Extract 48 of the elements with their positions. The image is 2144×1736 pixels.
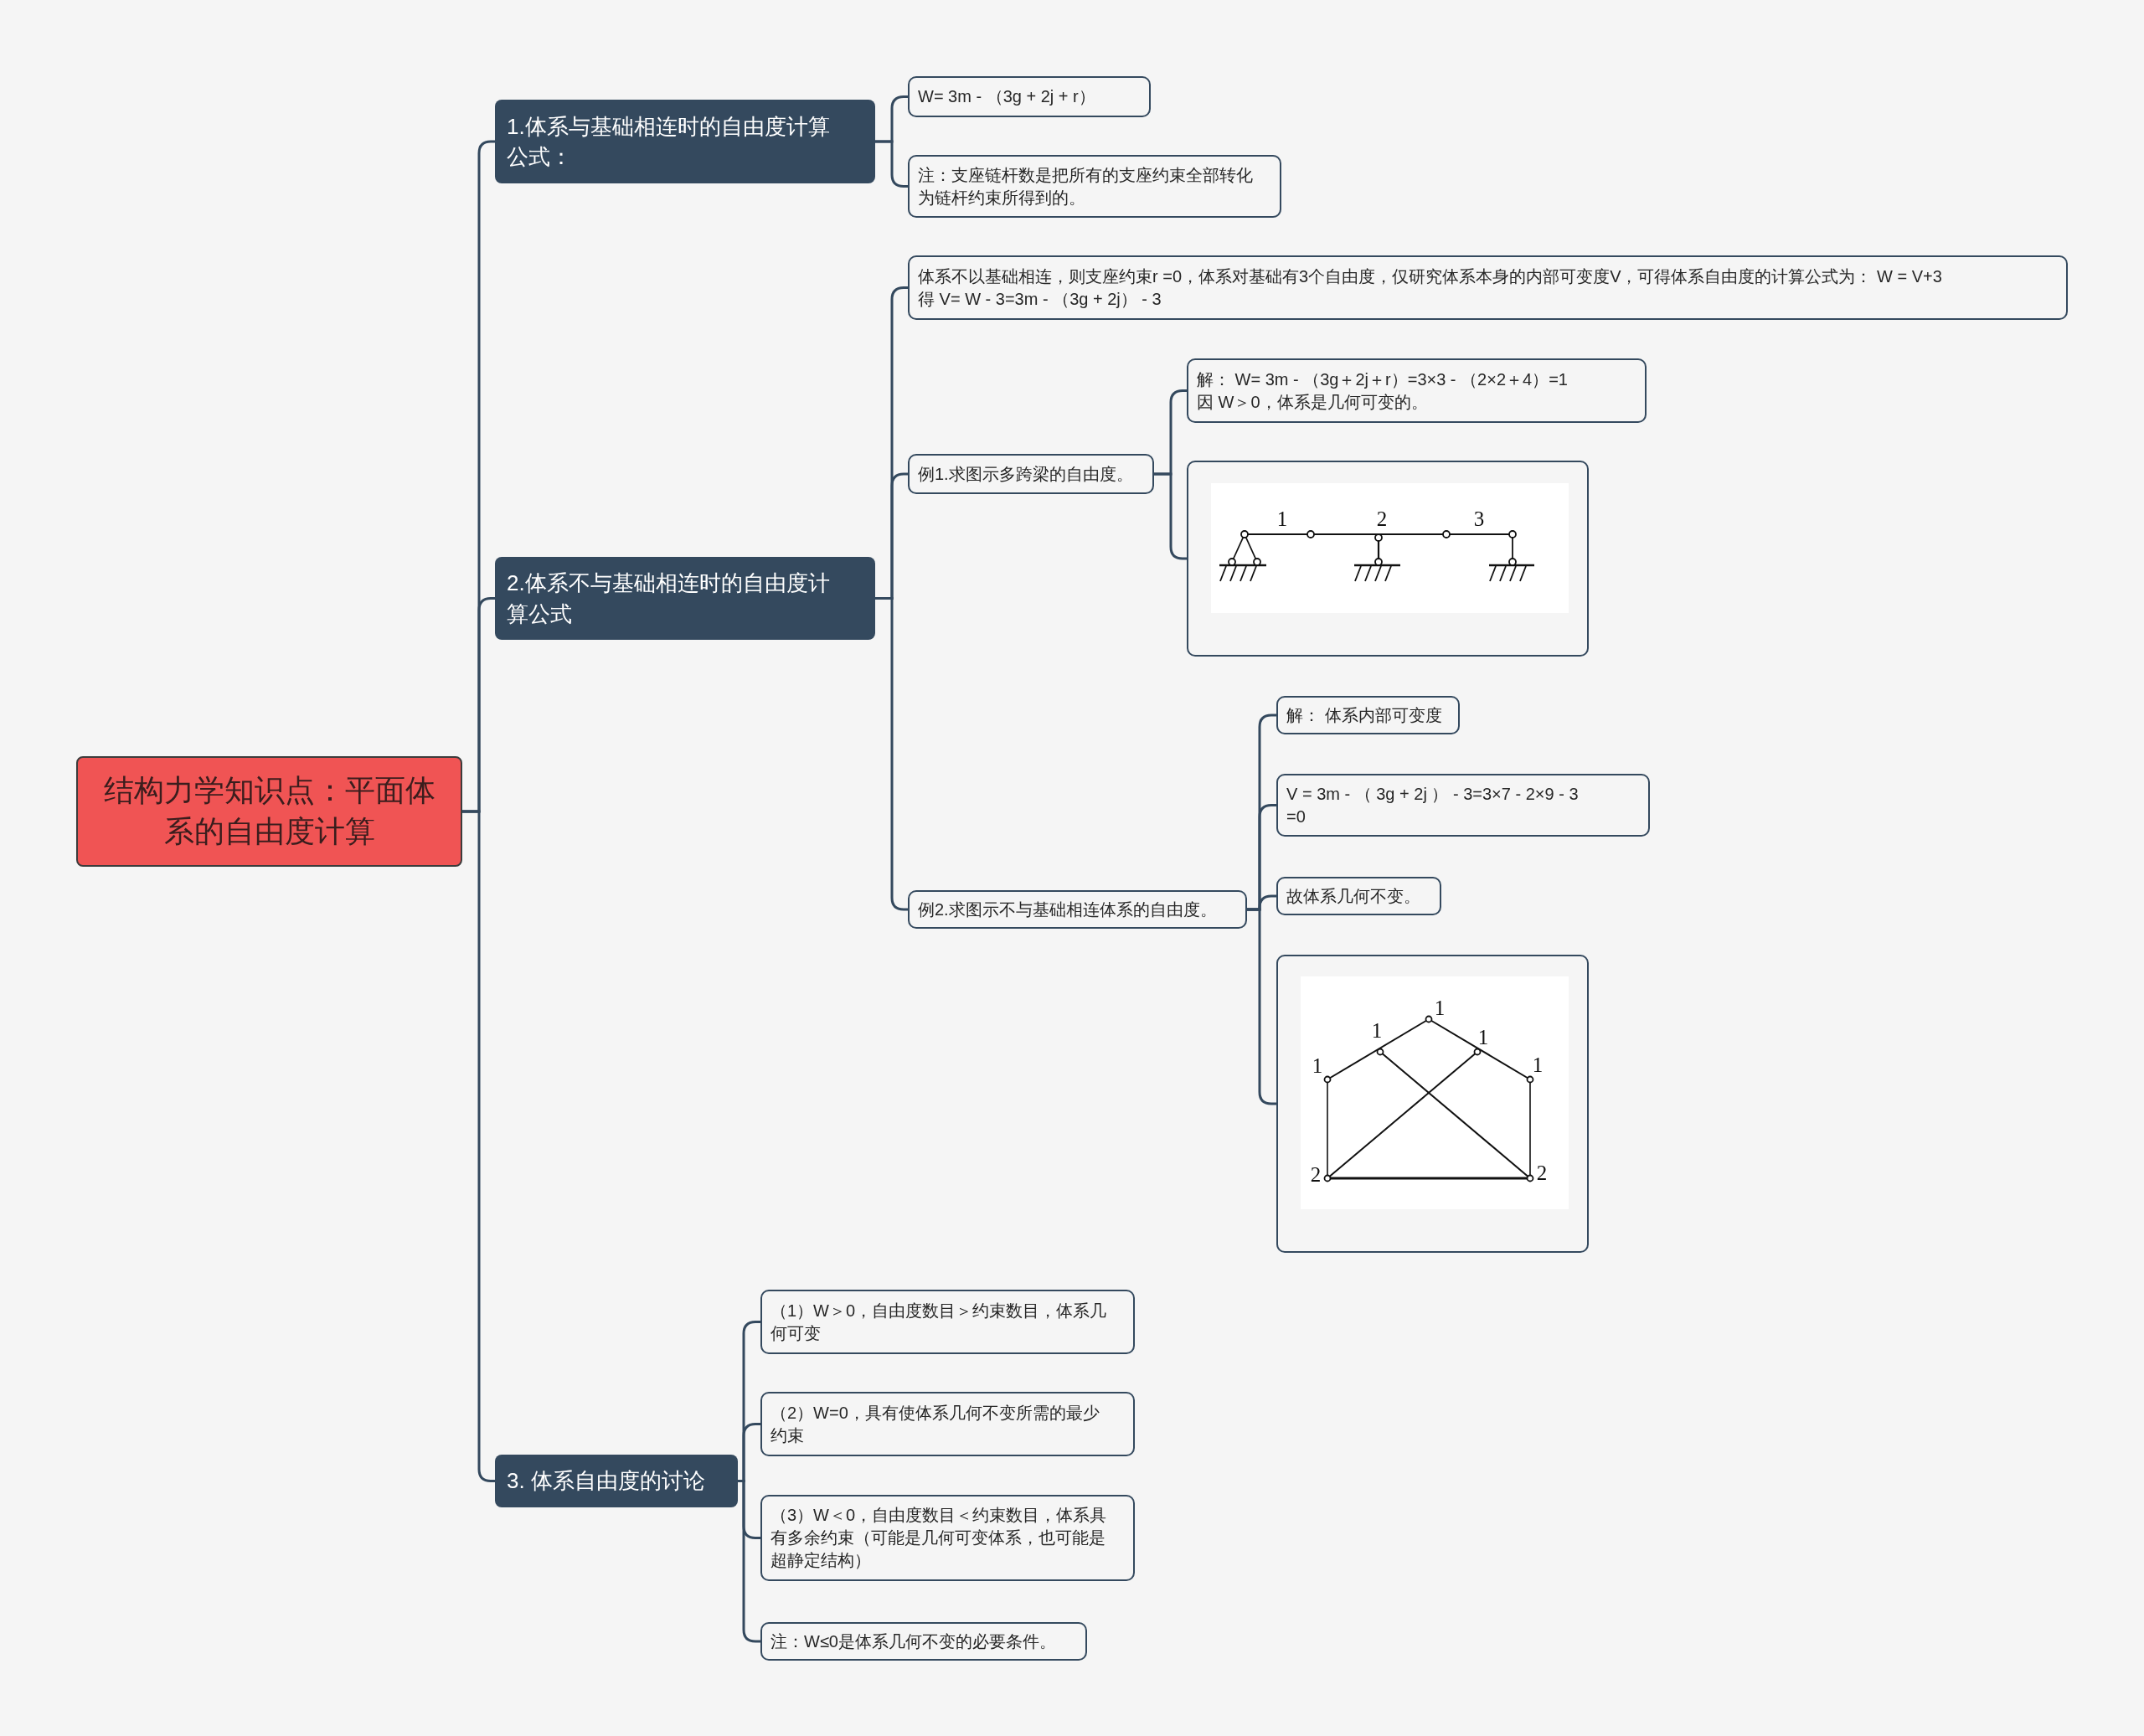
main-topic-text: 1.体系与基础相连时的自由度计算公式： [507, 112, 831, 171]
subtopic-text: 注：支座链杆数是把所有的支座约束全部转化为链杆约束所得到的。 [918, 164, 1254, 209]
subtopic-box [908, 890, 1247, 929]
member-number: 1 [1312, 1054, 1323, 1076]
connector-line [875, 140, 908, 188]
subtopic-box [760, 1290, 1135, 1354]
central-topic-box [76, 756, 462, 867]
subtopic-box [1276, 696, 1460, 734]
subtopic-text: W= 3m - （3g + 2j + r） [918, 86, 1095, 107]
member-number: 2 [1310, 1163, 1322, 1185]
image-card [1276, 955, 1589, 1253]
main-topic-box [495, 100, 875, 183]
subtopic-text: 例2.求图示不与基础相连体系的自由度。 [918, 899, 1217, 920]
subtopic-box [1187, 358, 1647, 423]
main-topic-box [495, 557, 875, 640]
subtopic-box [760, 1392, 1135, 1456]
image-card [1187, 461, 1589, 657]
main-topic-box [495, 1455, 738, 1507]
subtopic-text: 注：W≤0是体系几何不变的必要条件。 [770, 1630, 1056, 1652]
subtopic-box [908, 155, 1281, 218]
member-number: 1 [1371, 1019, 1383, 1041]
subtopic-box [908, 255, 2068, 320]
subtopic-text: 例1.求图示多跨梁的自由度。 [918, 463, 1133, 485]
member-number: 2 [1376, 507, 1388, 529]
member-number: 1 [1532, 1053, 1544, 1075]
subtopic-text: 故体系几何不变。 [1286, 885, 1420, 907]
member-number: 1 [1276, 507, 1288, 529]
subtopic-box [1276, 774, 1650, 837]
subtopic-box [760, 1622, 1087, 1661]
subtopic-box [760, 1495, 1135, 1581]
member-number: 2 [1536, 1162, 1548, 1183]
subtopic-text: 解： 体系内部可变度 [1286, 704, 1442, 726]
member-number: 3 [1473, 507, 1485, 529]
subtopic-box [908, 454, 1154, 494]
connector-line [1154, 472, 1187, 560]
subtopic-text: （1）W＞0，自由度数目＞约束数目，体系几何可变 [770, 1300, 1108, 1344]
subtopic-text: 体系不以基础相连，则支座约束r =0，体系对基础有3个自由度，仅研究体系本身的内部可变度V，可得体系自由度的计算公式为： W = V+3 得 V= W - 3=3m - （3g + 2j） - 3 [918, 265, 1943, 310]
main-topic-text: 3. 体系自由度的讨论 [507, 1467, 705, 1496]
central-topic-text: 结构力学知识点：平面体系的自由度计算 [102, 772, 436, 850]
subtopic-box [908, 76, 1151, 117]
subtopic-text: V = 3m - （ 3g + 2j ） - 3=3×7 - 2×9 - 3 =0 [1286, 783, 1580, 827]
member-number: 1 [1434, 997, 1446, 1018]
main-topic-text: 2.体系不与基础相连时的自由度计算公式 [507, 569, 831, 628]
member-number: 1 [1477, 1026, 1489, 1048]
subtopic-box [1276, 877, 1441, 915]
subtopic-text: （2）W=0，具有使体系几何不变所需的最少约束 [770, 1402, 1100, 1446]
subtopic-text: 解： W= 3m - （3g＋2j＋r）=3×3 - （2×2＋4）=1 因 W＞0，体系是几何可变的。 [1197, 368, 1569, 413]
subtopic-text: （3）W＜0，自由度数目＜约束数目，体系具有多余约束（可能是几何可变体系，也可能是超静定结构） [770, 1505, 1108, 1571]
